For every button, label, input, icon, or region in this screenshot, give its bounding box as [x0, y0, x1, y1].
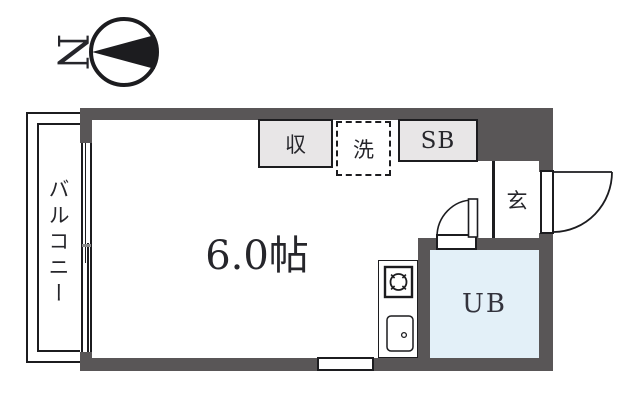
wall-right-below-door	[539, 233, 553, 371]
ub-door-icon	[436, 198, 479, 238]
compass-circle	[89, 17, 159, 87]
genkan-label: 玄	[506, 188, 528, 213]
ub-door-swing-arc	[436, 199, 474, 238]
window-frame-right	[90, 143, 92, 352]
shoe-box: SB	[398, 119, 478, 162]
ub-doorway-threshold	[436, 234, 477, 250]
compass-needle	[92, 35, 155, 69]
window-frame-left	[81, 143, 83, 352]
sink-icon	[386, 315, 414, 352]
wall-ub-left	[418, 238, 430, 371]
bottom-wall-vent	[317, 357, 374, 371]
entrance-door-icon	[553, 171, 613, 233]
wall-bottom	[80, 358, 553, 371]
window-pane-upper	[84, 143, 87, 263]
north-arrow-icon	[89, 17, 159, 87]
window-pane-lower	[87, 243, 89, 352]
stove-burner-ticks	[390, 274, 407, 290]
compass-north-label: N	[48, 33, 97, 71]
storage-closet: 収	[258, 119, 333, 168]
room-size-label: 6.0帖	[205, 233, 309, 279]
wall-right-above-door	[539, 161, 553, 172]
kitchen-fixtures	[383, 265, 414, 352]
stove-burner-icon	[389, 273, 408, 291]
unit-bath-room: UB	[430, 250, 539, 358]
window-overlap-tick	[82, 244, 91, 247]
unit-bath-label: UB	[461, 289, 508, 319]
storage-label: 収	[285, 132, 306, 157]
balcony-window	[80, 143, 93, 352]
entrance-door-leaf	[540, 170, 554, 234]
balcony-label: バルコニー	[46, 177, 70, 308]
wall-top	[80, 108, 553, 120]
wall-top-right-chunk	[478, 108, 553, 161]
ub-door-leaf	[467, 198, 479, 238]
shoe-box-label: SB	[420, 127, 456, 154]
genkan-divider-line	[492, 161, 495, 238]
wall-left-upper	[80, 108, 92, 143]
genkan-area: 玄	[495, 161, 539, 238]
entrance-door-swing-arc	[553, 171, 613, 233]
washer-label: 洗	[353, 137, 374, 162]
washer-space: 洗	[336, 121, 391, 176]
sink-drain-icon	[400, 331, 408, 339]
stove-icon	[383, 265, 414, 299]
